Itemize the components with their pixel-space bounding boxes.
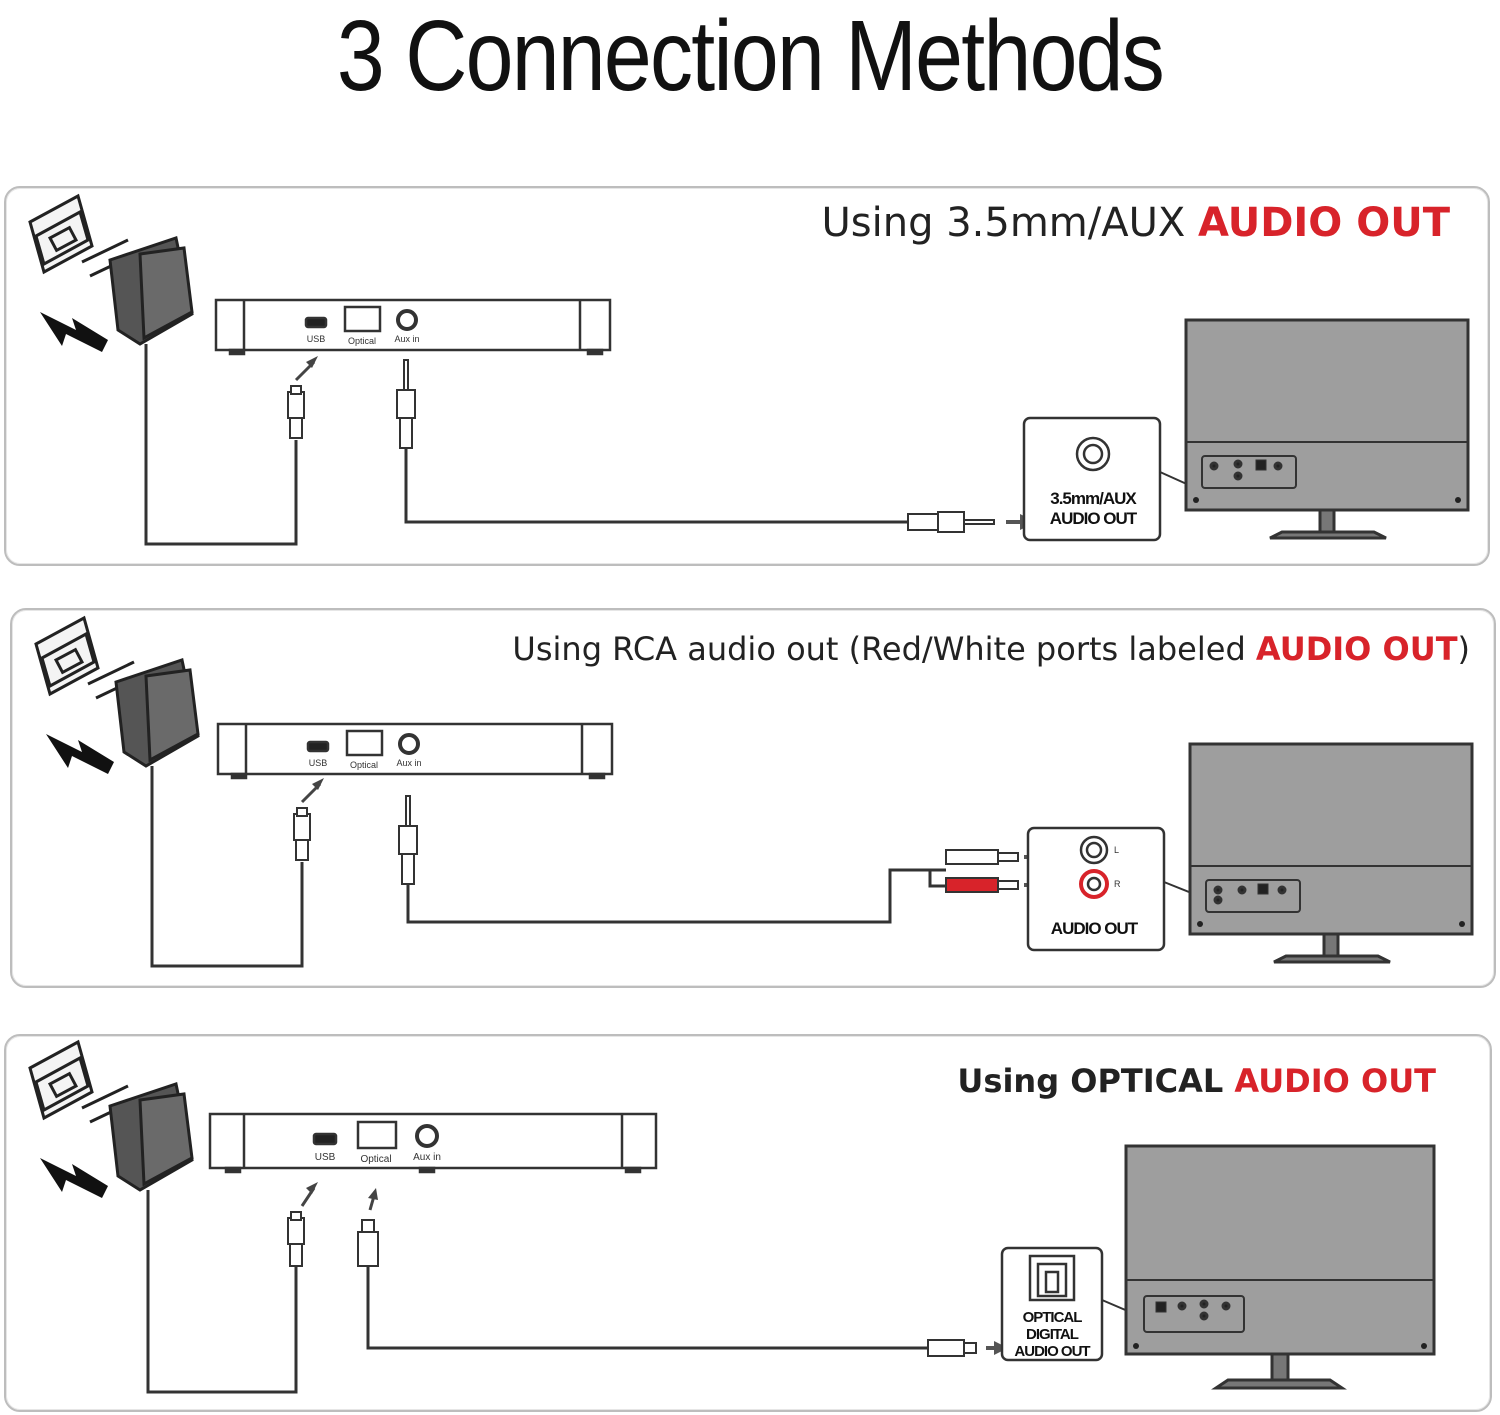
usb-port-label: USB bbox=[307, 334, 326, 344]
plug-in-arrow-icon bbox=[40, 312, 108, 352]
aux-plug-icon bbox=[396, 359, 416, 449]
wall-outlet-icon bbox=[28, 1039, 94, 1121]
optical-insert-arrow-icon bbox=[368, 1188, 378, 1211]
tv-aux-callout bbox=[1022, 416, 1201, 542]
page-title: 3 Connection Methods bbox=[336, 0, 1165, 112]
tv-icon bbox=[1124, 1144, 1436, 1390]
tv-optical-callout bbox=[1000, 1246, 1145, 1362]
aux-port-label: Aux in bbox=[396, 758, 421, 768]
power-cable bbox=[150, 766, 304, 968]
usb-insert-arrow-icon bbox=[300, 778, 324, 804]
tv-aux-label-line1: 3.5mm/AUX bbox=[1050, 489, 1137, 508]
tv-icon bbox=[1184, 318, 1470, 540]
tv-optical-label-line3: AUDIO OUT bbox=[1014, 1343, 1090, 1360]
optical-port-label: Optical bbox=[350, 760, 378, 770]
optical-plug-icon bbox=[357, 1219, 379, 1267]
heading-text: Using 3.5mm/AUX bbox=[821, 200, 1198, 246]
usb-port-label: USB bbox=[315, 1152, 336, 1163]
heading-close-text: ) bbox=[1457, 630, 1470, 668]
tv-rca-label-l: L bbox=[1114, 845, 1119, 855]
rca-cable-split bbox=[928, 870, 946, 888]
rca-cable bbox=[406, 868, 946, 924]
tv-aux-label-line2: AUDIO OUT bbox=[1050, 509, 1138, 528]
usb-port-label: USB bbox=[309, 758, 328, 768]
wall-outlet-icon bbox=[34, 615, 100, 697]
tv-rca-label: AUDIO OUT bbox=[1051, 919, 1139, 938]
tv-optical-label-line2: DIGITAL bbox=[1026, 1326, 1079, 1343]
optical-port-label: Optical bbox=[348, 336, 376, 346]
optical-plug-end-icon bbox=[927, 1339, 977, 1357]
power-cable bbox=[144, 344, 298, 546]
rca-red-plug-icon bbox=[945, 877, 1019, 893]
plug-in-arrow-icon bbox=[40, 1158, 108, 1198]
aux-cable bbox=[404, 448, 908, 524]
receiver-box bbox=[214, 298, 612, 356]
wall-outlet-icon bbox=[28, 193, 94, 275]
tv-icon bbox=[1188, 742, 1474, 964]
panel-optical-heading: Using OPTICAL AUDIO OUT bbox=[957, 1062, 1436, 1100]
power-adapter-icon bbox=[81, 1082, 194, 1192]
power-cable bbox=[146, 1190, 298, 1394]
plug-in-arrow-icon bbox=[46, 734, 114, 774]
tv-rca-label-r: R bbox=[1114, 879, 1121, 889]
usb-plug-icon bbox=[293, 807, 311, 861]
heading-text: Using RCA audio out (Red/White ports lab… bbox=[512, 630, 1256, 668]
power-adapter-icon bbox=[87, 658, 200, 768]
heading-red-text: AUDIO OUT bbox=[1198, 200, 1450, 246]
aux-plug-end-icon bbox=[907, 511, 995, 533]
optical-cable bbox=[366, 1266, 928, 1350]
aux-port-label: Aux in bbox=[394, 334, 419, 344]
power-adapter-icon bbox=[81, 236, 194, 346]
heading-text: Using OPTICAL bbox=[957, 1062, 1235, 1100]
usb-plug-icon bbox=[287, 1211, 305, 1267]
panel-aux-heading: Using 3.5mm/AUX AUDIO OUT bbox=[822, 200, 1450, 246]
tv-optical-label-line1: OPTICAL bbox=[1023, 1309, 1083, 1326]
usb-insert-arrow-icon bbox=[300, 1182, 318, 1207]
heading-red-text: AUDIO OUT bbox=[1234, 1062, 1436, 1100]
usb-insert-arrow-icon bbox=[294, 356, 318, 382]
tv-rca-callout bbox=[1026, 826, 1205, 952]
heading-red-text: AUDIO OUT bbox=[1255, 630, 1458, 668]
aux-port-label: Aux in bbox=[413, 1152, 441, 1163]
receiver-box bbox=[208, 1112, 658, 1174]
usb-plug-icon bbox=[287, 385, 305, 439]
rca-white-plug-icon bbox=[945, 849, 1019, 865]
receiver-box bbox=[216, 722, 614, 780]
panel-rca-heading: Using RCA audio out (Red/White ports lab… bbox=[512, 630, 1470, 668]
optical-port-label: Optical bbox=[360, 1154, 391, 1165]
